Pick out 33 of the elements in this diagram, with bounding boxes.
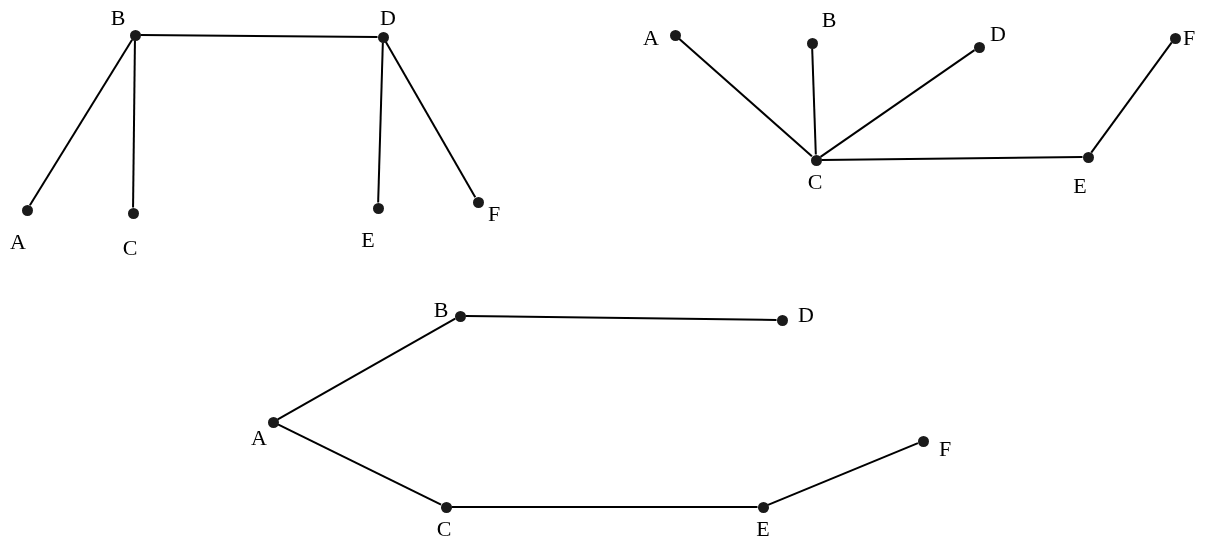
edge-line	[1090, 41, 1173, 154]
vertex-label: E	[756, 518, 770, 540]
edge-line	[678, 37, 813, 158]
edge-line	[464, 315, 778, 321]
vertex-label: F	[487, 203, 501, 225]
edge-line	[811, 47, 817, 156]
vertex-label: F	[1182, 27, 1196, 49]
vertex-label: D	[798, 304, 814, 326]
vertex-label: D	[380, 7, 396, 29]
vertex-label: B	[433, 299, 449, 321]
edge-line	[132, 39, 136, 209]
edge-line	[276, 423, 443, 506]
vertex-label: A	[643, 27, 659, 49]
edge-line	[28, 38, 134, 207]
vertex-label: C	[122, 237, 138, 259]
vertex-label: C	[807, 171, 823, 193]
vertex-label: B	[821, 9, 837, 31]
edge-line	[139, 34, 379, 38]
edge-line	[276, 317, 457, 421]
vertex-label: D	[990, 23, 1006, 45]
edge-line	[384, 40, 477, 199]
edge-line	[819, 49, 976, 158]
vertex-label: F	[938, 438, 952, 460]
vertex-label: C	[436, 518, 452, 540]
edge-line	[450, 506, 759, 508]
edge-line	[377, 41, 384, 204]
vertex-label: E	[361, 229, 375, 251]
vertex-label: E	[1073, 175, 1087, 197]
vertex-label: A	[10, 231, 26, 253]
edge-line	[767, 442, 919, 506]
vertex-label: B	[110, 7, 126, 29]
vertex-label: A	[251, 427, 267, 449]
edge-line	[820, 156, 1084, 161]
